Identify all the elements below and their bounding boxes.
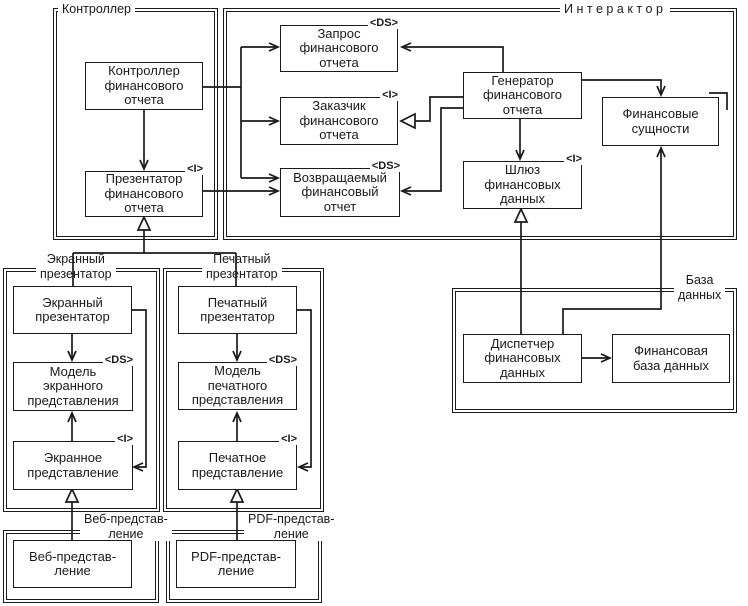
print-presenter-node: Печатный презентатор (178, 286, 297, 334)
stereotype-label: <I> (115, 433, 135, 445)
stereotype-label: <I> (564, 153, 584, 165)
financial-report-presenter-node: <I> Презентатор финансового отчета (85, 164, 205, 217)
stereotype-label: <DS> (367, 17, 400, 29)
returned-report-node: <DS> Возвращаемый финансовый отчет (280, 161, 402, 217)
stereotype-label: <I> (185, 163, 205, 175)
screen-view-model-node: <DS> Модель экранного представления (13, 355, 135, 411)
financial-database-node: Финансовая база данных (612, 334, 730, 383)
web-view-node: Веб-представ- ление (13, 540, 132, 588)
print-view-node: <I> Печатное представление (178, 434, 299, 490)
pdf-view-node: PDF-представ- ление (176, 540, 296, 588)
stereotype-label: <I> (279, 433, 299, 445)
report-requester-node: <I> Заказчик финансового отчета (280, 90, 400, 145)
screen-view-node: <I> Экранное представление (13, 434, 135, 490)
stereotype-label: <DS> (266, 354, 299, 366)
screen-presenter-group-title: Экранный презентатор (36, 252, 116, 281)
report-request-node: <DS> Запрос финансового отчета (280, 18, 400, 72)
print-presenter-group-title: Печатный презентатор (202, 252, 282, 281)
screen-presenter-node: Экранный презентатор (13, 286, 132, 334)
financial-entities-node: Финансовые сущности (602, 97, 719, 146)
stereotype-label: <DS> (102, 354, 135, 366)
interactor-group-title: Интерактор (560, 2, 671, 17)
pdf-view-group-title: PDF-представ- ление (244, 512, 339, 541)
web-view-group-title: Веб-представ- ление (80, 512, 172, 541)
financial-data-dispatcher-node: Диспетчер финансовых данных (463, 334, 582, 383)
print-view-model-node: <DS> Модель печатного представления (178, 355, 299, 410)
financial-report-controller-node: Контроллер финансового отчета (85, 62, 203, 110)
stereotype-label: <DS> (369, 160, 402, 172)
stereotype-label: <I> (380, 89, 400, 101)
financial-data-gateway-node: <I> Шлюз финансовых данных (463, 154, 584, 209)
controller-group-title: Контроллер (58, 2, 135, 17)
database-group-title: База данных (674, 273, 726, 302)
report-generator-node: Генератор финансового отчета (463, 72, 582, 119)
